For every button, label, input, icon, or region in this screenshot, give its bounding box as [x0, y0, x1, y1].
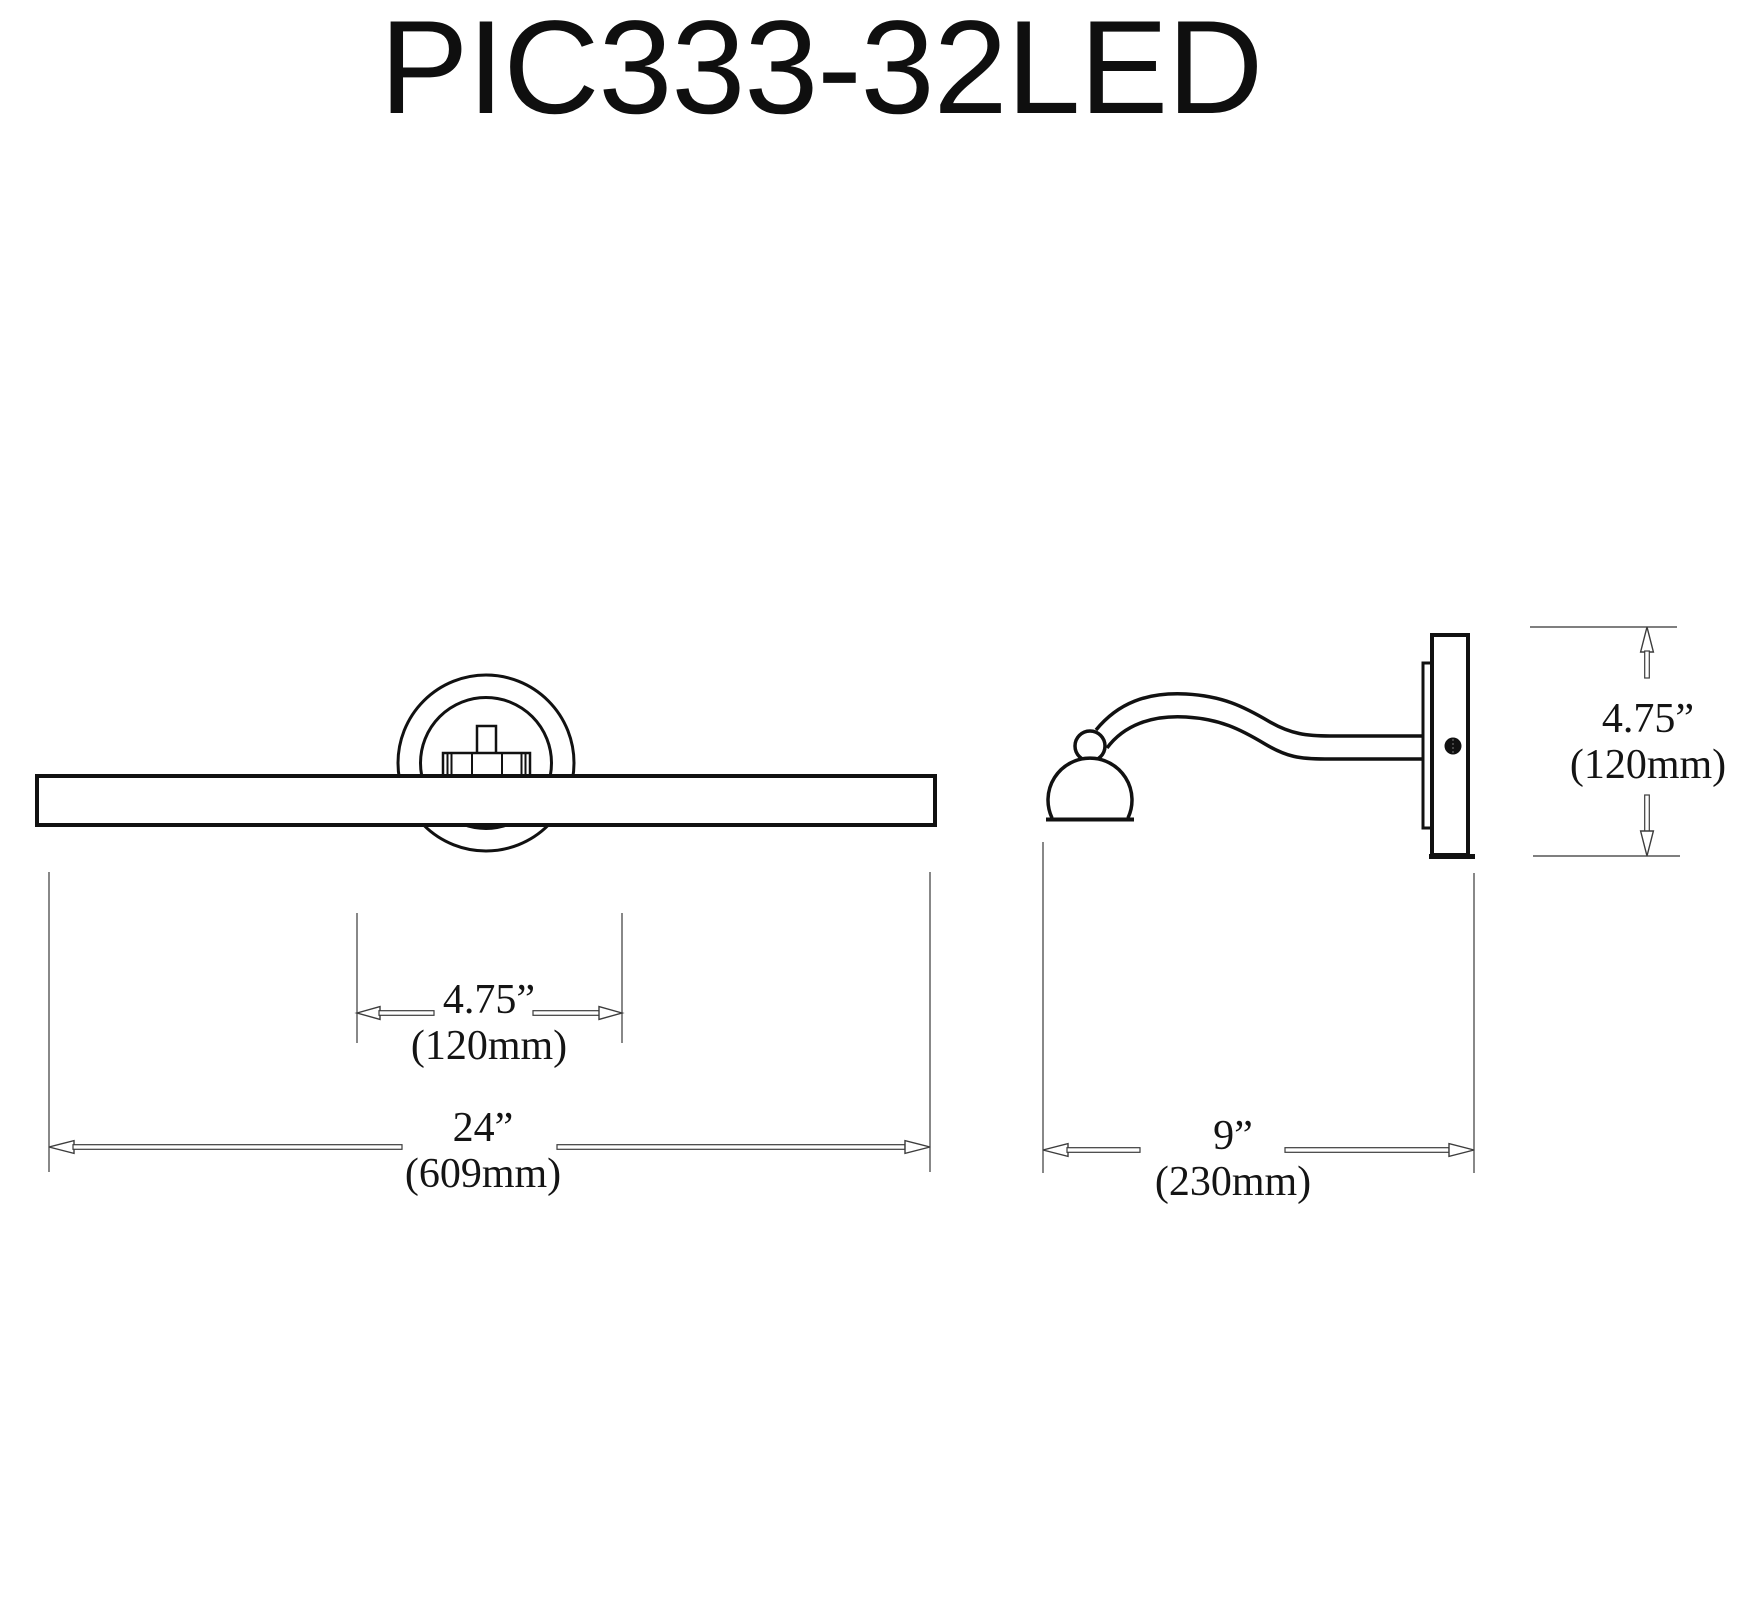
dim-value-mm: (120mm)	[410, 1023, 568, 1069]
dim-value-mm: (120mm)	[1569, 742, 1727, 788]
dim-value-inches: 4.75”	[1601, 696, 1695, 742]
arrow-up-icon	[1639, 626, 1655, 653]
swan-neck-arm-top	[1094, 692, 1432, 738]
arrow-left-icon	[48, 1139, 75, 1155]
arrow-right-icon	[904, 1139, 931, 1155]
bracket-stem	[475, 724, 498, 756]
side-height-dim-label: 4.75” (120mm)	[1570, 696, 1726, 788]
lamp-shade	[1046, 756, 1134, 819]
swan-neck-arm-bottom	[1105, 715, 1432, 761]
side-depth-dim-label: 9” (230mm)	[1155, 1113, 1311, 1205]
page-title: PIC333-32LED	[379, 0, 1264, 142]
front-backplate-dimension	[354, 913, 625, 1043]
dim-value-inches: 9”	[1213, 1113, 1253, 1159]
arrow-right-icon	[1448, 1142, 1475, 1158]
arrow-left-icon	[1042, 1142, 1069, 1158]
side-height-dimension	[1530, 626, 1680, 857]
front-overall-dim-label: 24” (609mm)	[405, 1105, 561, 1197]
dim-value-inches: 4.75”	[442, 977, 536, 1023]
arrow-right-icon	[598, 1005, 625, 1021]
front-view	[35, 673, 937, 853]
arrow-left-icon	[354, 1005, 381, 1021]
mount-bracket-detail-lines	[446, 753, 527, 776]
arrow-down-icon	[1639, 830, 1655, 857]
dim-value-inches: 24”	[452, 1105, 514, 1151]
side-view	[1046, 633, 1475, 859]
fixture-bar	[35, 774, 937, 827]
dim-value-mm: (609mm)	[404, 1151, 562, 1197]
front-backplate-dim-label: 4.75” (120mm)	[411, 977, 567, 1069]
mounting-screw	[1444, 737, 1462, 755]
dim-value-mm: (230mm)	[1154, 1159, 1312, 1205]
front-overall-dimension	[48, 872, 931, 1172]
mount-bracket	[441, 751, 532, 778]
side-depth-dimension	[1042, 842, 1475, 1173]
